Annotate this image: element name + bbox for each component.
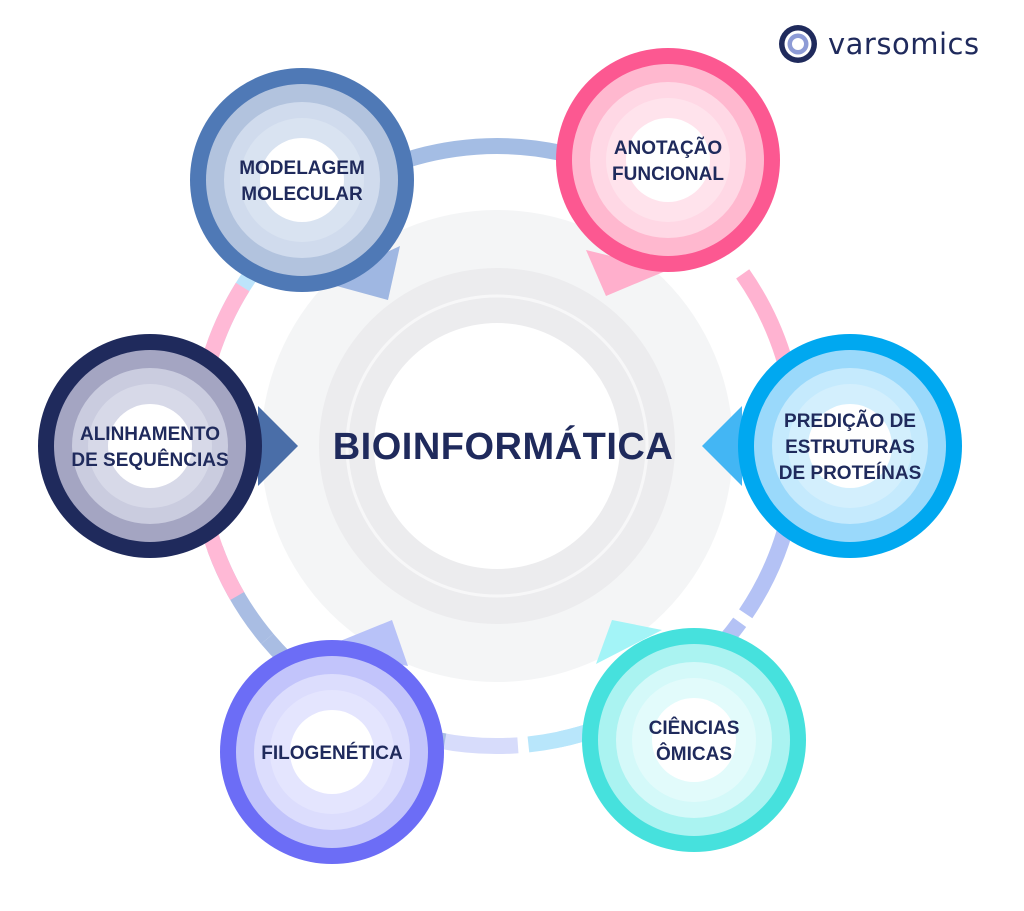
node-label-line: ESTRUTURAS — [785, 437, 915, 458]
pointer-anotacao — [586, 250, 668, 296]
topic-nodes: MODELAGEM MOLECULAR ANOTAÇÃO FUNCIONAL PREDI… — [38, 48, 962, 864]
node-label-line: FILOGENÉTICA — [261, 742, 403, 764]
node-label-line: DE PROTEÍNAS — [779, 462, 922, 484]
node-label-line: FUNCIONAL — [612, 164, 724, 185]
concentric-rings-logo-icon — [779, 25, 817, 63]
node-label-line: ANOTAÇÃO — [614, 137, 722, 159]
brand-name: varsomics — [828, 27, 980, 61]
node-label-line: MOLECULAR — [241, 184, 363, 205]
node-predicao: PREDIÇÃO DE ESTRUTURAS DE PROTEÍNAS — [738, 334, 962, 558]
node-center-disc — [808, 404, 892, 488]
center-title: BIOINFORMÁTICA — [333, 424, 674, 468]
node-modelagem: MODELAGEM MOLECULAR — [190, 68, 414, 292]
pointer-alinhamento — [258, 406, 298, 486]
node-label-line: PREDIÇÃO DE — [784, 410, 916, 432]
node-alinhamento: ALINHAMENTO DE SEQUÊNCIAS — [38, 334, 262, 558]
pointer-ciencias — [596, 620, 662, 664]
node-filogenetica: FILOGENÉTICA — [220, 640, 444, 864]
node-anotacao: ANOTAÇÃO FUNCIONAL — [556, 48, 780, 272]
node-center-disc — [290, 710, 374, 794]
node-label-line: ÔMICAS — [656, 743, 732, 765]
node-label-line: DE SEQUÊNCIAS — [71, 449, 228, 471]
brand-logo: varsomics — [778, 24, 980, 64]
node-label-line: MODELAGEM — [239, 158, 365, 179]
node-label-line: ALINHAMENTO — [80, 424, 220, 445]
central-hub: BIOINFORMÁTICA — [261, 210, 733, 682]
node-center-disc — [108, 404, 192, 488]
node-label-line: CIÊNCIAS — [649, 717, 740, 739]
node-center-disc — [626, 118, 710, 202]
hub-inner-disc — [374, 323, 620, 569]
node-center-disc — [260, 138, 344, 222]
hub-ring-line — [345, 294, 649, 598]
node-ciencias: CIÊNCIAS ÔMICAS — [582, 628, 806, 852]
node-center-disc — [652, 698, 736, 782]
pointer-predicao — [702, 406, 742, 486]
